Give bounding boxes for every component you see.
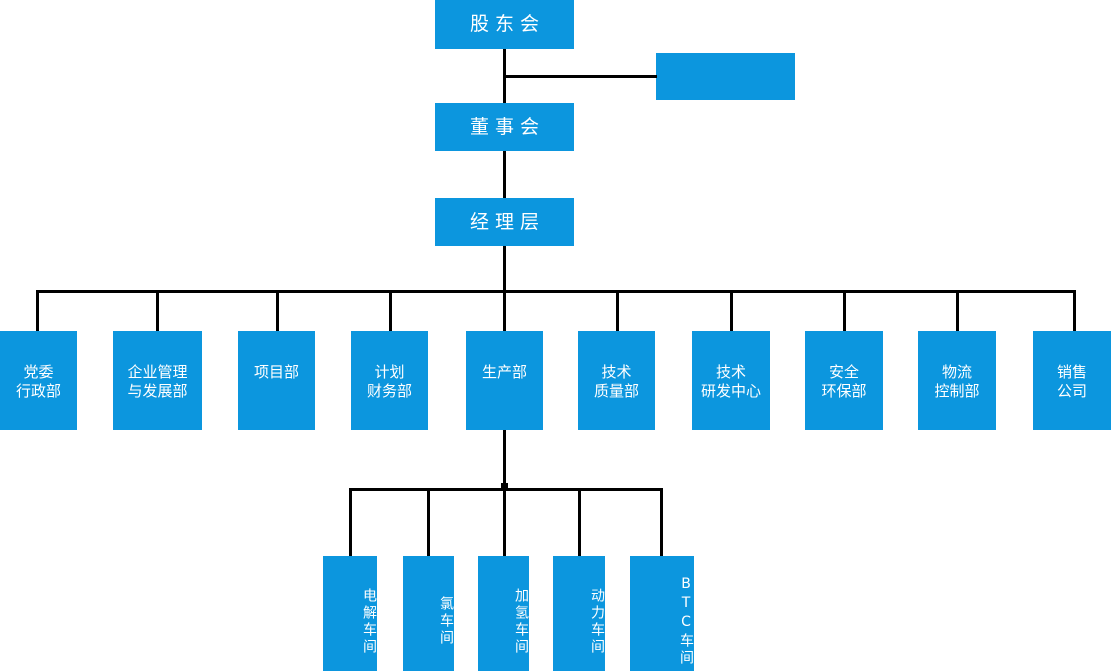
node-workshop-electrolysis[interactable]: 电解车间 xyxy=(323,556,377,671)
node-label: 股东会 xyxy=(469,13,545,36)
node-department-enterprise-mgmt[interactable]: 企业管理 与发展部 xyxy=(113,331,202,430)
connector-drop-dept-10 xyxy=(1073,290,1076,331)
node-workshop-hydrogenation[interactable]: 加氢车间 xyxy=(478,556,529,671)
node-board-of-supervisors[interactable] xyxy=(656,53,795,100)
connector-trunk-to-supervisors xyxy=(503,75,657,78)
connector-drop-dept-5 xyxy=(503,290,506,331)
connector-production-to-workshop-bus xyxy=(503,430,506,490)
node-department-tech-quality[interactable]: 技术 质量部 xyxy=(578,331,655,430)
node-workshop-power[interactable]: 动力车间 xyxy=(553,556,605,671)
node-department-project[interactable]: 项目部 xyxy=(238,331,315,430)
connector-directors-to-management xyxy=(503,151,506,198)
node-label: BTC车间 xyxy=(678,576,694,667)
connector-junction-dot xyxy=(501,483,508,490)
connector-workshop-bus xyxy=(350,488,663,491)
connector-drop-workshop-4 xyxy=(578,488,581,556)
node-label: 技术 质量部 xyxy=(593,363,639,401)
node-department-safety-environment[interactable]: 安全 环保部 xyxy=(805,331,883,430)
node-label: 动力车间 xyxy=(589,587,605,656)
node-label: 氯车间 xyxy=(438,596,454,647)
node-label: 技术 研发中心 xyxy=(700,363,761,401)
node-department-tech-rnd-center[interactable]: 技术 研发中心 xyxy=(692,331,770,430)
node-label: 生产部 xyxy=(481,363,527,381)
node-department-planning-finance[interactable]: 计划 财务部 xyxy=(351,331,428,430)
connector-drop-workshop-3 xyxy=(503,488,506,556)
node-management-layer[interactable]: 经理层 xyxy=(435,198,574,246)
connector-drop-workshop-5 xyxy=(660,488,663,556)
node-label: 项目部 xyxy=(253,363,299,381)
connector-drop-dept-6 xyxy=(616,290,619,331)
node-workshop-btc[interactable]: BTC车间 xyxy=(630,556,694,671)
node-department-logistics-control[interactable]: 物流 控制部 xyxy=(918,331,996,430)
connector-drop-dept-9 xyxy=(956,290,959,331)
connector-drop-dept-7 xyxy=(730,290,733,331)
node-label: 计划 财务部 xyxy=(366,363,412,401)
connector-drop-dept-4 xyxy=(389,290,392,331)
connector-department-bus xyxy=(37,290,1076,293)
connector-management-to-dept-bus xyxy=(503,246,506,292)
node-label: 企业管理 与发展部 xyxy=(127,363,188,401)
connector-drop-dept-3 xyxy=(276,290,279,331)
node-department-production[interactable]: 生产部 xyxy=(466,331,543,430)
connector-drop-dept-1 xyxy=(36,290,39,331)
node-label: 经理层 xyxy=(469,210,545,233)
node-label: 销售 公司 xyxy=(1056,363,1087,401)
connector-drop-dept-8 xyxy=(843,290,846,331)
node-label: 党委 行政部 xyxy=(15,363,61,401)
node-label: 加氢车间 xyxy=(513,587,529,656)
node-department-party-admin[interactable]: 党委 行政部 xyxy=(0,331,77,430)
connector-drop-dept-2 xyxy=(156,290,159,331)
node-workshop-chlorine[interactable]: 氯车间 xyxy=(403,556,454,671)
node-label: 电解车间 xyxy=(361,587,377,656)
node-shareholders-meeting[interactable]: 股东会 xyxy=(435,0,574,49)
node-label: 董事会 xyxy=(469,115,545,138)
connector-drop-workshop-2 xyxy=(427,488,430,556)
node-label: 物流 控制部 xyxy=(934,363,980,401)
node-label: 安全 环保部 xyxy=(821,363,867,401)
connector-drop-workshop-1 xyxy=(349,488,352,556)
node-department-sales-company[interactable]: 销售 公司 xyxy=(1033,331,1111,430)
node-board-of-directors[interactable]: 董事会 xyxy=(435,103,574,151)
